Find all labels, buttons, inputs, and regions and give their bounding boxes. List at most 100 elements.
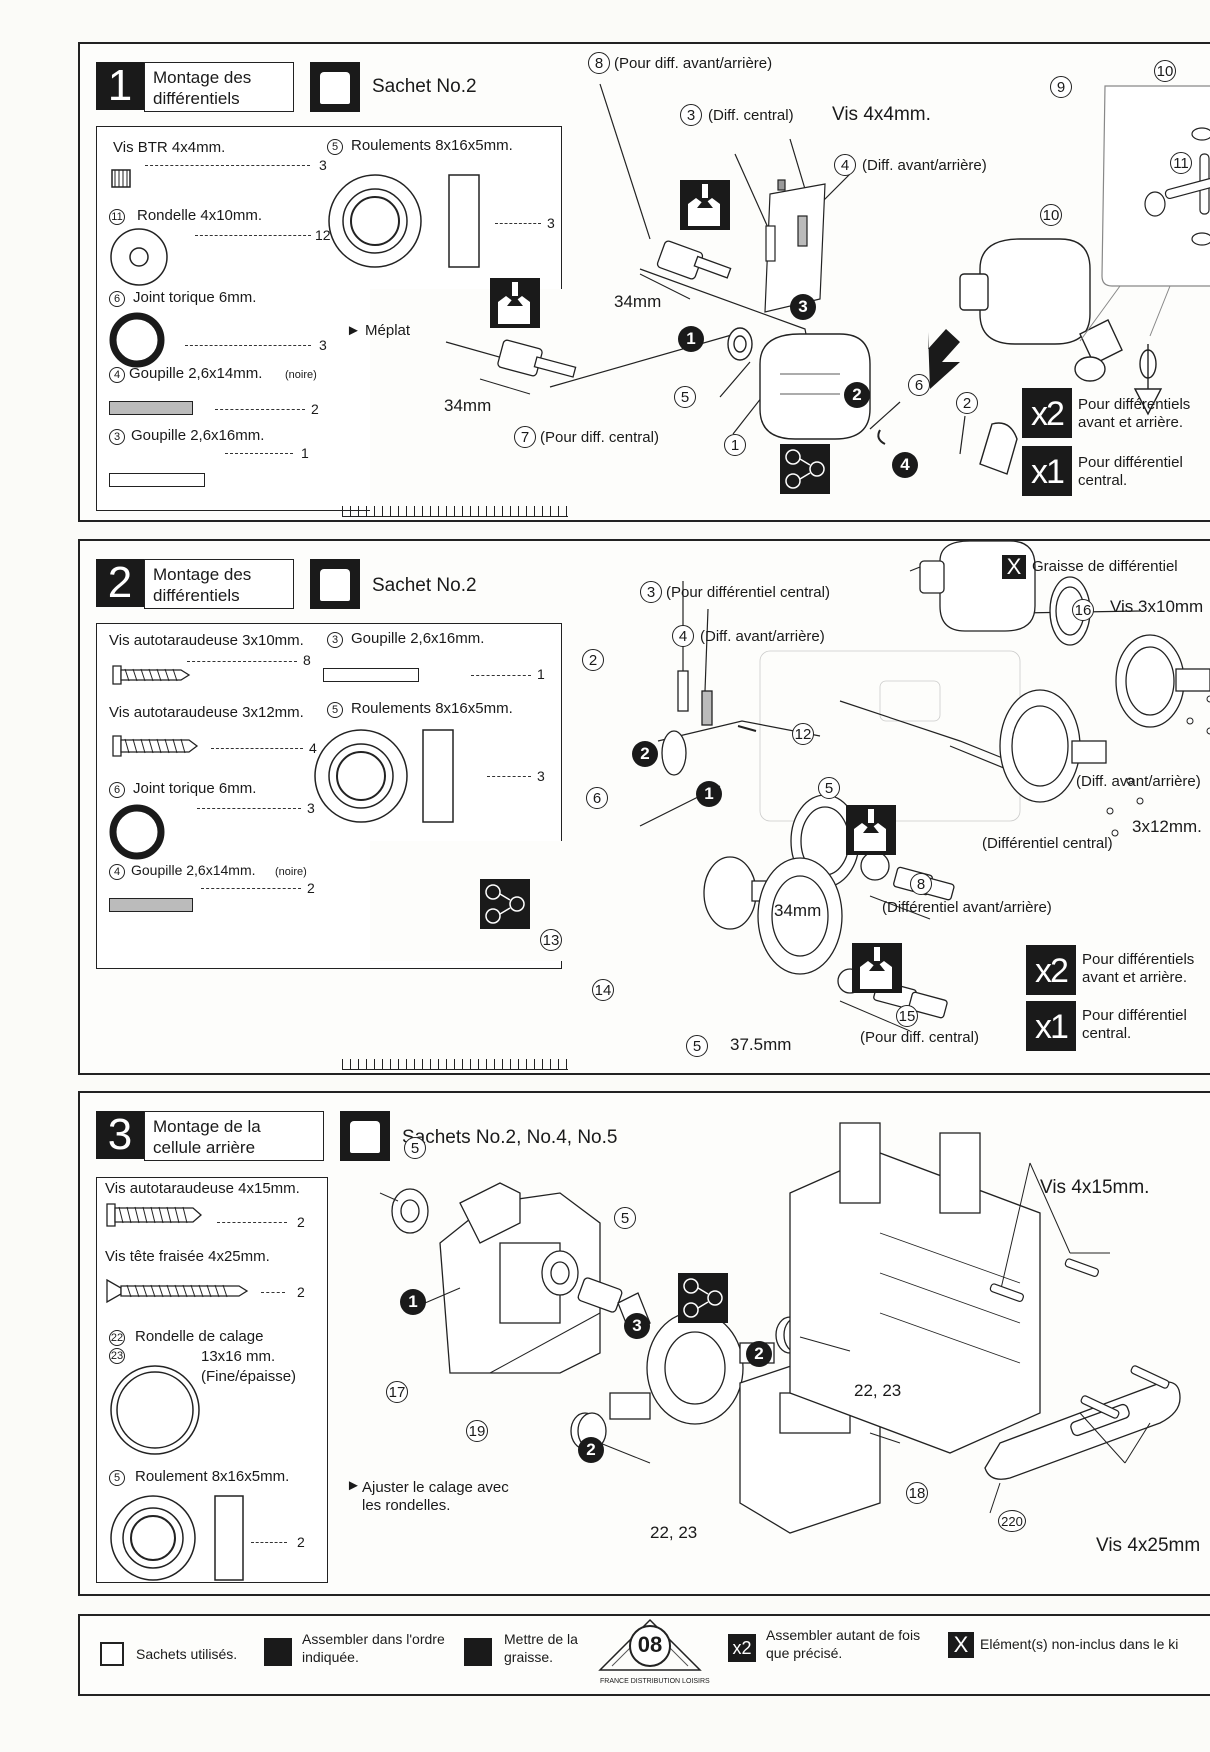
callout-18: 18 — [906, 1482, 928, 1504]
step3-title: Montage de la cellule arrière — [144, 1111, 324, 1161]
callout-17: 17 — [386, 1381, 408, 1403]
callout-6: 6 — [908, 374, 930, 396]
callout-2: 2 — [956, 392, 978, 414]
step2-bag-label: Sachet No.2 — [372, 575, 477, 596]
step2-panel: 2 Montage des différentiels Sachet No.2 … — [78, 539, 1210, 1075]
callout-5: 5 — [686, 1035, 708, 1057]
sequence-4: 4 — [892, 452, 918, 478]
callout-text: (Différentiel central) — [982, 835, 1113, 852]
screw-label: Vis 4x15mm. — [1040, 1177, 1150, 1198]
dimension-label: 34mm — [614, 292, 662, 311]
bag-icon — [310, 559, 360, 609]
page-badge-logo — [598, 1618, 702, 1671]
part-no: 4 — [109, 367, 125, 383]
callout-10: 10 — [1040, 204, 1062, 226]
step3-parts-box: Vis autotaraudeuse 4x15mm. 2 Vis tête fr… — [96, 1177, 328, 1583]
part-no: 11 — [109, 209, 125, 225]
callout-16: 16 — [1072, 599, 1094, 621]
bearing-icon — [110, 1495, 244, 1581]
part-qty: 3 — [537, 768, 545, 784]
part-no: 4 — [109, 864, 125, 880]
callout-2: 2 — [582, 649, 604, 671]
assembly-order-icon — [480, 879, 530, 929]
part-qty: 2 — [297, 1284, 305, 1300]
grease-icon — [490, 278, 540, 328]
oring-icon — [109, 804, 165, 860]
self-tapping-screw-icon — [106, 1203, 202, 1227]
multiplier-x1: x1 — [1026, 1001, 1076, 1051]
callout-7: 7 — [514, 426, 536, 448]
legend-footer: Sachets utilisés. Assembler dans l'ordre… — [78, 1614, 1210, 1696]
bag-icon — [310, 62, 360, 112]
step3-panel: 3 Montage de la cellule arrière Sachets … — [78, 1091, 1210, 1596]
x-legend-icon: X — [948, 1632, 974, 1658]
set-screw-icon — [111, 169, 131, 188]
grease-icon — [680, 180, 730, 230]
part-no: 5 — [109, 1470, 125, 1486]
part-no: 3 — [327, 632, 343, 648]
meplat-label: ► Méplat — [346, 322, 411, 339]
legend-grease: Mettre de la graisse. — [504, 1631, 578, 1665]
part-qty: 1 — [537, 666, 545, 682]
callout-4: 4 — [672, 625, 694, 647]
part-qty: 12 — [315, 227, 331, 243]
part-qty: 1 — [301, 445, 309, 461]
ruler — [342, 506, 568, 517]
dimension-label: 34mm — [774, 901, 822, 920]
step1-title: Montage des différentiels — [144, 62, 294, 112]
part-qty: 3 — [319, 157, 327, 173]
callout-8: 8 — [910, 873, 932, 895]
callout-6: 6 — [586, 787, 608, 809]
part-no: 6 — [109, 291, 125, 307]
part-qty: 2 — [297, 1214, 305, 1230]
pin-icon — [323, 668, 419, 682]
part-qty: 3 — [547, 215, 555, 231]
bearing-icon — [314, 729, 454, 823]
part-no: 23 — [109, 1348, 125, 1364]
callout-5: 5 — [614, 1207, 636, 1229]
step3-number: 3 — [96, 1111, 144, 1159]
step1-panel: 1 Montage des différentiels Sachet No.2 … — [78, 42, 1210, 522]
legend-bags: Sachets utilisés. — [136, 1646, 238, 1662]
pin-icon — [109, 473, 205, 487]
callout-5: 5 — [818, 777, 840, 799]
mult-legend-icon: x2 — [728, 1634, 756, 1662]
meplat-text: Méplat — [365, 322, 411, 339]
multiplier-x2: x2 — [1026, 945, 1076, 995]
callout-5: 5 — [674, 386, 696, 408]
part-washer-label: Rondelle 4x10mm. — [137, 207, 263, 224]
bag-legend-icon — [100, 1642, 124, 1666]
screw-label: Vis 4x25mm — [1096, 1535, 1201, 1556]
part-pin-black-label: Goupille 2,6x14mm. — [131, 862, 256, 878]
countersunk-screw-icon — [106, 1278, 249, 1304]
callout-4: 4 — [834, 154, 856, 176]
assembly-order-icon — [780, 444, 830, 494]
callout-12: 12 — [792, 723, 814, 745]
self-tapping-screw-icon — [112, 665, 191, 685]
screw-label: Vis 4x4mm. — [832, 104, 931, 125]
multiplier-text: Pour différentiels avant et arrière. — [1082, 951, 1195, 986]
part-screw-label: Vis autotaraudeuse 3x12mm. — [109, 704, 304, 721]
shim-icon — [110, 1365, 200, 1455]
adjust-note: ► — [346, 1477, 361, 1494]
multiplier-x1: x1 — [1022, 446, 1072, 496]
part-note: (noire) — [275, 866, 307, 878]
grease-icon — [852, 943, 902, 993]
step1-number: 1 — [96, 62, 144, 110]
pin-black-icon — [109, 401, 193, 415]
callout-1: 1 — [724, 434, 746, 456]
callout-11: 11 — [1170, 152, 1192, 174]
part-pin-black-label: Goupille 2,6x14mm. — [129, 365, 263, 382]
part-no: 5 — [327, 702, 343, 718]
order-legend-icon — [264, 1638, 292, 1666]
part-no: 5 — [327, 139, 343, 155]
sequence-1: 1 — [678, 326, 704, 352]
part-shim-size: 13x16 mm. — [201, 1348, 276, 1365]
part-note: (noire) — [285, 369, 317, 381]
callout-text: (Pour diff. central) — [860, 1029, 979, 1046]
part-screw-label: Vis autotaraudeuse 4x15mm. — [105, 1180, 300, 1197]
part-no: 3 — [109, 429, 125, 445]
callout-text: (Diff. avant/arrière) — [1076, 773, 1201, 790]
grease-legend-icon — [464, 1638, 492, 1666]
dimension-label: 34mm — [444, 396, 492, 415]
